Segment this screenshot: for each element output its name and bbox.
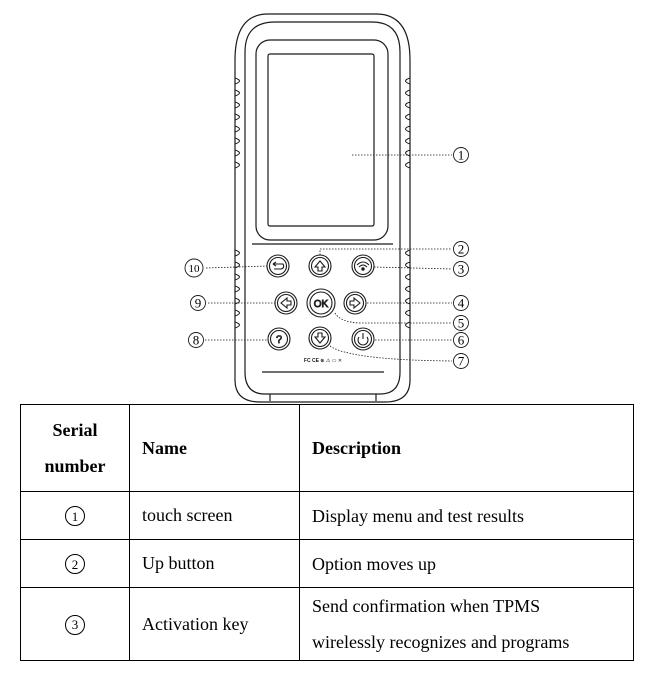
- table-row: 1 touch screen Display menu and test res…: [20, 491, 634, 540]
- row-description: Option moves up: [299, 539, 634, 588]
- device-diagram: OK ? FC CE ⊗ ⚠ ▭ ✕: [184, 13, 469, 403]
- callout-6: 6: [458, 333, 465, 348]
- certification-marks: FC CE ⊗ ⚠ ▭ ✕: [304, 358, 342, 364]
- up-button[interactable]: [308, 254, 332, 278]
- row-description: Display menu and test results: [299, 491, 634, 540]
- back-arrow-icon: [272, 261, 285, 270]
- row-name: Activation key: [129, 587, 300, 661]
- back-button[interactable]: [266, 254, 290, 278]
- callout-10: 10: [189, 263, 201, 275]
- callout-3: 3: [458, 262, 465, 277]
- ok-icon: OK: [314, 299, 329, 310]
- table-row: 2 Up button Option moves up: [20, 539, 634, 588]
- row-serial-number: 2: [20, 539, 130, 588]
- touch-screen: [267, 53, 375, 227]
- down-button[interactable]: [308, 326, 332, 350]
- callout-4: 4: [458, 296, 465, 311]
- header-description: Description: [299, 404, 634, 492]
- power-button[interactable]: [351, 327, 375, 351]
- left-button[interactable]: [274, 291, 298, 315]
- right-button[interactable]: [343, 291, 367, 315]
- up-arrow-icon: [313, 260, 327, 272]
- activation-button[interactable]: [351, 254, 375, 278]
- device-body: [234, 13, 411, 403]
- right-arrow-icon: [349, 296, 361, 310]
- help-button[interactable]: ?: [267, 327, 291, 351]
- table-row: 3 Activation key Send confirmation when …: [20, 587, 634, 661]
- callout-9: 9: [195, 296, 202, 311]
- row-name: Up button: [129, 539, 300, 588]
- row-name: touch screen: [129, 491, 300, 540]
- down-arrow-icon: [313, 332, 327, 344]
- callout-1: 1: [458, 148, 465, 163]
- wireless-activate-icon: [356, 261, 370, 271]
- right-grip: [405, 77, 411, 329]
- left-arrow-icon: [280, 296, 292, 310]
- screen-bezel: [255, 39, 389, 241]
- ok-button[interactable]: OK: [306, 288, 336, 318]
- power-icon: [357, 333, 369, 346]
- device-face: [244, 21, 401, 395]
- header-name: Name: [129, 404, 300, 492]
- help-icon: ?: [276, 334, 282, 346]
- row-serial-number: 3: [20, 587, 130, 661]
- callout-5: 5: [458, 316, 465, 331]
- callout-8: 8: [193, 333, 200, 348]
- row-serial-number: 1: [20, 491, 130, 540]
- callout-2: 2: [458, 242, 465, 257]
- left-grip: [234, 77, 240, 329]
- callout-7: 7: [458, 354, 465, 369]
